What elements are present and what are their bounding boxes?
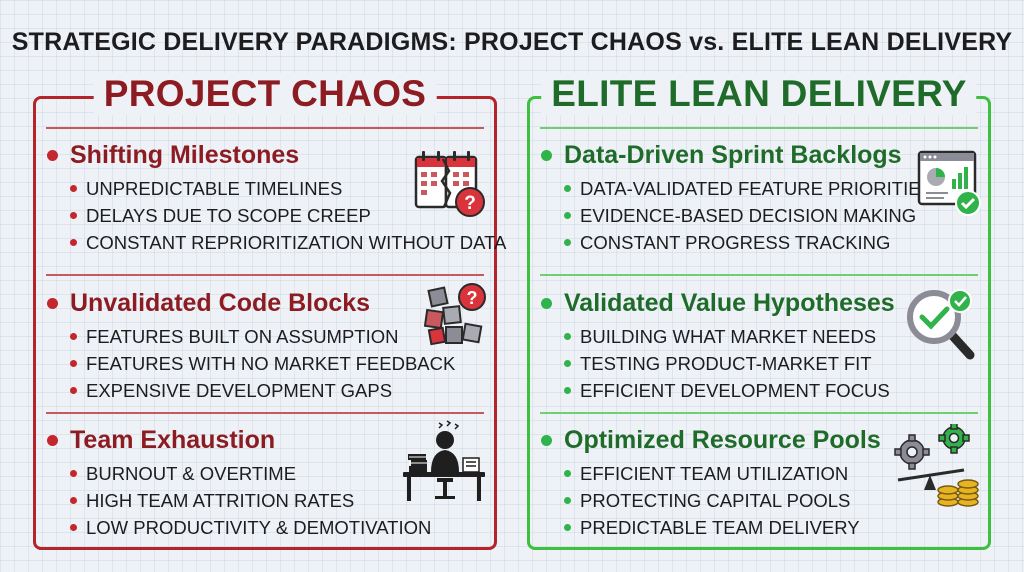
list-item: CONSTANT REPRIORITIZATION WITHOUT DATA bbox=[70, 229, 506, 256]
section-title: Optimized Resource Pools bbox=[564, 426, 881, 454]
chaos-divider-2 bbox=[46, 412, 484, 414]
section-header: Shifting Milestones bbox=[47, 141, 299, 170]
list-item: HIGH TEAM ATTRITION RATES bbox=[70, 487, 431, 514]
bullet-icon bbox=[70, 212, 77, 219]
bullet-icon bbox=[70, 333, 77, 340]
section-title: Unvalidated Code Blocks bbox=[70, 289, 371, 317]
list-item: TESTING PRODUCT-MARKET FIT bbox=[564, 350, 890, 377]
lean-top-divider bbox=[540, 127, 978, 129]
magnifier-check-icon bbox=[907, 289, 975, 360]
section-bullet bbox=[47, 435, 58, 446]
section-title: Shifting Milestones bbox=[70, 141, 300, 169]
chaos-panel: PROJECT CHAOS Shifting Milestones UNPRED… bbox=[33, 73, 506, 550]
lean-divider-1 bbox=[540, 274, 978, 276]
list-item: PROTECTING CAPITAL POOLS bbox=[564, 487, 860, 514]
section-bullet bbox=[47, 298, 58, 309]
section-title: Data-Driven Sprint Backlogs bbox=[564, 141, 902, 169]
section-bullet bbox=[541, 435, 552, 446]
section-list: DATA-VALIDATED FEATURE PRIORITIES EVIDEN… bbox=[564, 175, 933, 256]
list-item: FEATURES WITH NO MARKET FEEDBACK bbox=[70, 350, 455, 377]
list-item: DATA-VALIDATED FEATURE PRIORITIES bbox=[564, 175, 933, 202]
bullet-icon bbox=[70, 470, 77, 477]
svg-text:?: ? bbox=[464, 193, 476, 214]
section-header: Team Exhaustion bbox=[47, 426, 275, 455]
lean-panel: ELITE LEAN DELIVERY Data-Driven Sprint B… bbox=[527, 73, 991, 550]
list-item: DELAYS DUE TO SCOPE CREEP bbox=[70, 202, 506, 229]
bullet-icon bbox=[70, 497, 77, 504]
bullet-icon bbox=[564, 360, 571, 367]
bullet-icon bbox=[564, 470, 571, 477]
bullet-icon bbox=[564, 524, 571, 531]
bullet-icon bbox=[564, 387, 571, 394]
bullet-icon bbox=[70, 524, 77, 531]
section-header: Optimized Resource Pools bbox=[541, 426, 881, 455]
section-list: BUILDING WHAT MARKET NEEDS TESTING PRODU… bbox=[564, 323, 890, 404]
chaos-divider-1 bbox=[46, 274, 484, 276]
scattered-blocks-question-icon: ? bbox=[424, 283, 486, 346]
bullet-icon bbox=[564, 497, 571, 504]
main-title: STRATEGIC DELIVERY PARADIGMS: PROJECT CH… bbox=[11, 28, 1013, 56]
section-header: Data-Driven Sprint Backlogs bbox=[541, 141, 902, 170]
bullet-icon bbox=[564, 185, 571, 192]
bullet-icon bbox=[70, 360, 77, 367]
list-item: EVIDENCE-BASED DECISION MAKING bbox=[564, 202, 933, 229]
list-item: EFFICIENT TEAM UTILIZATION bbox=[564, 460, 860, 487]
section-title: Validated Value Hypotheses bbox=[564, 289, 895, 317]
bullet-icon bbox=[70, 387, 77, 394]
list-item: BUILDING WHAT MARKET NEEDS bbox=[564, 323, 890, 350]
section-bullet bbox=[47, 150, 58, 161]
section-header: Validated Value Hypotheses bbox=[541, 289, 895, 318]
dashboard-check-icon bbox=[917, 150, 981, 216]
list-item: FEATURES BUILT ON ASSUMPTION bbox=[70, 323, 455, 350]
section-header: Unvalidated Code Blocks bbox=[47, 289, 370, 318]
section-title: Team Exhaustion bbox=[70, 426, 276, 454]
svg-text:?: ? bbox=[467, 288, 478, 308]
section-bullet bbox=[541, 298, 552, 309]
bullet-icon bbox=[564, 239, 571, 246]
list-item: CONSTANT PROGRESS TRACKING bbox=[564, 229, 933, 256]
section-list: UNPREDICTABLE TIMELINES DELAYS DUE TO SC… bbox=[70, 175, 506, 256]
bullet-icon bbox=[70, 185, 77, 192]
bullet-icon bbox=[564, 212, 571, 219]
list-item: UNPREDICTABLE TIMELINES bbox=[70, 175, 506, 202]
bullet-icon bbox=[70, 239, 77, 246]
section-list: BURNOUT & OVERTIME HIGH TEAM ATTRITION R… bbox=[70, 460, 431, 541]
list-item: LOW PRODUCTIVITY & DEMOTIVATION bbox=[70, 514, 431, 541]
gears-coins-balance-icon bbox=[894, 424, 979, 507]
list-item: EXPENSIVE DEVELOPMENT GAPS bbox=[70, 377, 455, 404]
section-bullet bbox=[541, 150, 552, 161]
list-item: EFFICIENT DEVELOPMENT FOCUS bbox=[564, 377, 890, 404]
chaos-panel-title: PROJECT CHAOS bbox=[93, 73, 437, 115]
exhausted-worker-desk-icon bbox=[403, 420, 485, 501]
bullet-icon bbox=[564, 333, 571, 340]
lean-divider-2 bbox=[540, 412, 978, 414]
broken-calendar-question-icon: ? bbox=[414, 151, 485, 217]
chaos-top-divider bbox=[46, 127, 484, 129]
list-item: BURNOUT & OVERTIME bbox=[70, 460, 431, 487]
list-item: PREDICTABLE TEAM DELIVERY bbox=[564, 514, 860, 541]
section-list: EFFICIENT TEAM UTILIZATION PROTECTING CA… bbox=[564, 460, 860, 541]
lean-panel-title: ELITE LEAN DELIVERY bbox=[541, 73, 977, 115]
section-list: FEATURES BUILT ON ASSUMPTION FEATURES WI… bbox=[70, 323, 455, 404]
